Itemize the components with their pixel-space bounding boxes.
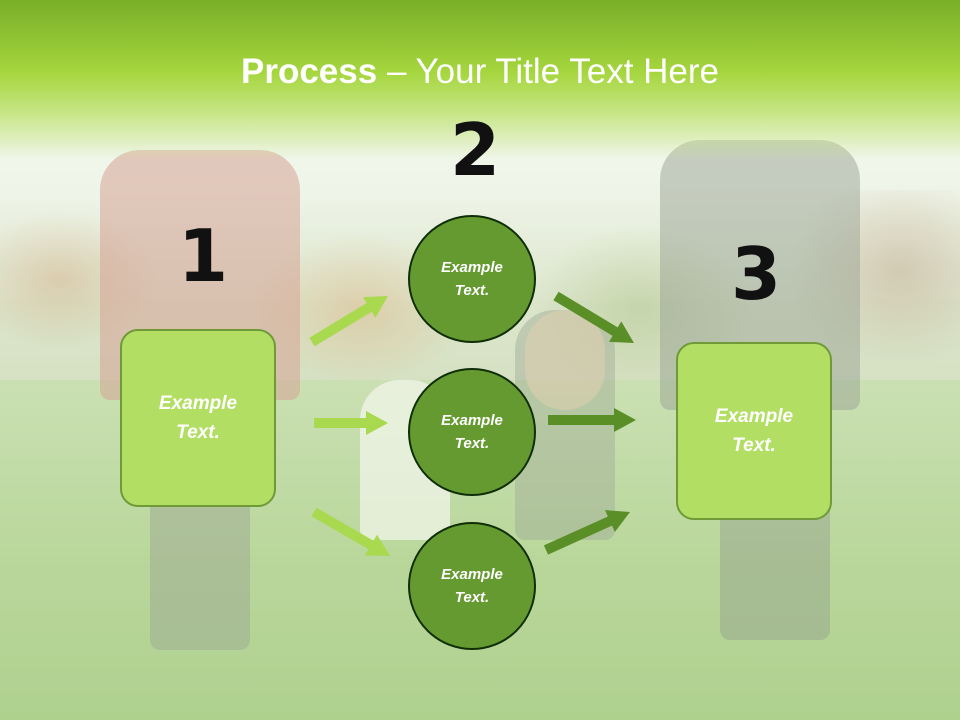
arrow-circle-middle-to-box3 bbox=[548, 408, 636, 432]
step-number-3: 3 bbox=[731, 232, 782, 316]
step-1-box: Example Text. bbox=[120, 329, 276, 507]
step-number-1: 1 bbox=[178, 214, 229, 298]
step-1-text: Example Text. bbox=[158, 393, 238, 443]
child-girl-hair bbox=[525, 310, 605, 410]
step-3-text: Example Text. bbox=[714, 406, 794, 456]
circle-middle-text: Example Text. bbox=[441, 412, 503, 452]
circle-top: Example Text. bbox=[408, 215, 536, 343]
circle-bottom: Example Text. bbox=[408, 522, 536, 650]
arrow-box1-to-circle-top bbox=[309, 296, 388, 347]
arrow-box1-to-circle-middle bbox=[314, 411, 388, 435]
title-bold: Process bbox=[241, 52, 378, 91]
circle-top-text: Example Text. bbox=[441, 259, 503, 299]
step-3-box: Example Text. bbox=[676, 342, 832, 520]
slide-title: Process – Your Title Text Here bbox=[0, 52, 960, 92]
title-rest: – Your Title Text Here bbox=[377, 52, 719, 91]
title-band bbox=[0, 0, 960, 160]
circle-middle: Example Text. bbox=[408, 368, 536, 496]
arrow-box1-to-circle-bottom bbox=[311, 507, 390, 556]
arrow-circle-top-to-box3 bbox=[553, 291, 634, 343]
circle-bottom-text: Example Text. bbox=[441, 566, 503, 606]
step-number-2: 2 bbox=[450, 108, 501, 192]
arrow-circle-bottom-to-box3 bbox=[543, 510, 630, 555]
